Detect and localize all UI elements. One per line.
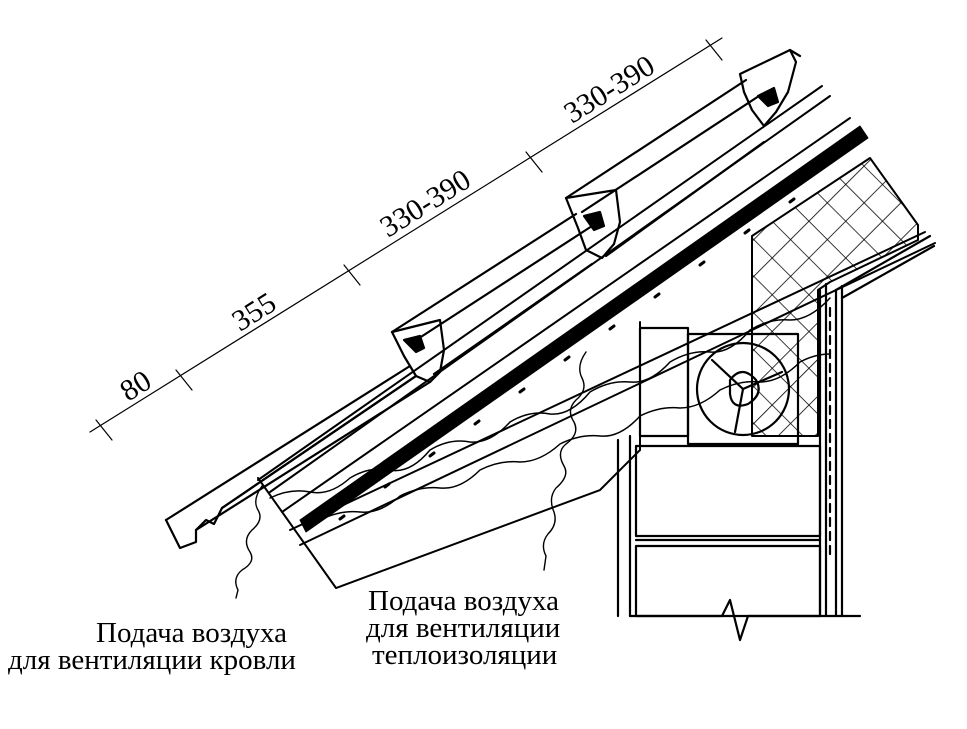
vent-box	[686, 332, 800, 446]
caption-roof-air-line1: Подача воздуха	[96, 617, 287, 649]
dimension-line	[89, 37, 723, 441]
dimension-label-330-390-lower: 330-390	[374, 163, 476, 244]
rafter-layers	[257, 85, 936, 546]
insulation-block	[751, 157, 919, 437]
roof-tile-2	[390, 188, 622, 376]
dimension-label-330-390-upper: 330-390	[558, 49, 660, 130]
roof-tile-3	[564, 48, 802, 258]
roof-tile-1	[164, 318, 446, 550]
caption-insulation-air-line2: для вентиляции	[366, 612, 560, 644]
dimension-label-80: 80	[114, 364, 157, 408]
fan-icon	[695, 341, 791, 437]
wall-structure	[616, 234, 936, 642]
roof-tiles	[164, 48, 802, 550]
leader-lines	[235, 351, 587, 599]
dimension-label-355: 355	[226, 286, 282, 338]
caption-insulation-air-line1: Подача воздуха	[368, 585, 559, 617]
caption-insulation-air-line3: теплоизоляции	[372, 639, 557, 671]
caption-roof-air-line2: для вентиляции кровли	[8, 644, 296, 676]
